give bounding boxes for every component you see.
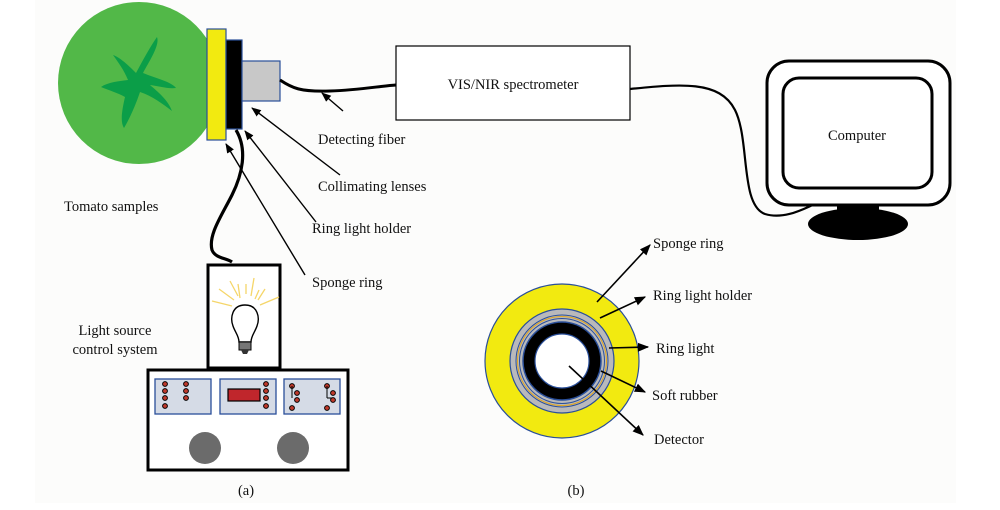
probe-cross-section xyxy=(484,283,640,439)
label-b-ring-light-holder: Ring light holder xyxy=(653,288,752,304)
computer-label: Computer xyxy=(828,128,886,144)
led-indicator xyxy=(294,390,300,396)
label-b-soft-rubber: Soft rubber xyxy=(652,388,718,404)
light-bulb-icon xyxy=(211,277,280,354)
label-b-detector: Detector xyxy=(654,432,704,448)
indicator-leds xyxy=(162,381,336,411)
label-light-source-line1: Light source xyxy=(79,323,152,339)
label-b-ring-light: Ring light xyxy=(656,341,714,357)
led-indicator xyxy=(289,405,295,411)
probe-assembly xyxy=(206,28,281,141)
led-indicator xyxy=(330,390,336,396)
spectrometer-label: VIS/NIR spectrometer xyxy=(448,77,579,93)
led-indicator xyxy=(162,395,168,401)
led-indicator xyxy=(294,397,300,403)
led-indicator xyxy=(263,388,269,394)
label-ring-light-holder: Ring light holder xyxy=(312,221,411,237)
caption-a: (a) xyxy=(238,483,254,499)
control-knob-right xyxy=(277,432,309,464)
ring-light-layer xyxy=(517,316,607,406)
control-unit xyxy=(146,368,350,472)
light-source-fiber-cable xyxy=(209,129,245,264)
light-source-box xyxy=(206,263,282,370)
label-b-sponge-ring: Sponge ring xyxy=(653,236,723,252)
led-indicator xyxy=(330,397,336,403)
led-indicator xyxy=(162,403,168,409)
computer-monitor-icon: Computer xyxy=(765,59,952,240)
label-detecting-fiber: Detecting fiber xyxy=(318,132,406,148)
led-indicator xyxy=(263,403,269,409)
sponge-ring-block xyxy=(206,28,227,141)
label-tomato-samples: Tomato samples xyxy=(64,199,159,215)
detector-aperture xyxy=(534,333,590,389)
label-light-source-line2: control system xyxy=(73,342,159,358)
ring-light-holder-block xyxy=(225,39,243,130)
ring-light-outline xyxy=(515,314,609,408)
led-indicator xyxy=(162,381,168,387)
leader-lines-b xyxy=(568,244,651,436)
leader-lines-a xyxy=(225,92,344,276)
spectrometer-device: VIS/NIR spectrometer xyxy=(395,45,631,121)
caption-b: (b) xyxy=(568,483,585,499)
label-collimating-lenses: Collimating lenses xyxy=(318,179,427,195)
led-indicator xyxy=(183,395,189,401)
spectrometer-computer-cable xyxy=(629,84,816,217)
led-indicator xyxy=(263,395,269,401)
tomato-calyx-icon xyxy=(101,37,176,128)
digital-display xyxy=(227,388,261,402)
control-knob-left xyxy=(189,432,221,464)
led-indicator xyxy=(324,405,330,411)
led-indicator xyxy=(183,381,189,387)
led-indicator xyxy=(263,381,269,387)
collimating-lens-block xyxy=(241,60,281,102)
tomato-sample xyxy=(58,2,220,164)
led-indicator xyxy=(183,388,189,394)
label-sponge-ring: Sponge ring xyxy=(312,275,382,291)
detecting-fiber-cable xyxy=(279,78,397,93)
led-indicator xyxy=(162,388,168,394)
